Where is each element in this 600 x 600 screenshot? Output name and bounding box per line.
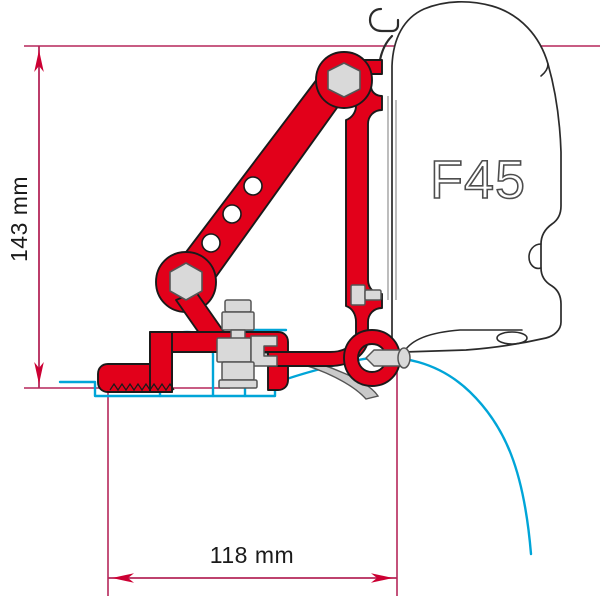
pivot-pin-cap xyxy=(397,347,411,369)
bolt-upper-nut xyxy=(221,311,255,331)
adjustment-hole-1 xyxy=(243,176,263,196)
bolt-cap-nut xyxy=(224,299,252,313)
adjustment-hole-3 xyxy=(201,233,221,253)
adjustment-hole-2 xyxy=(222,204,242,224)
pivot-pin-body xyxy=(365,349,405,367)
wall-plate-side-bolt xyxy=(350,284,382,306)
vertical-wall-plate xyxy=(345,59,383,337)
awning-case-outline xyxy=(391,0,562,353)
adjustment-holes xyxy=(201,176,263,253)
clamp-bolt-assembly xyxy=(216,299,278,389)
clamp-washer-left xyxy=(216,337,252,363)
lower-hex-bolt-icon xyxy=(169,262,203,301)
awning-case-top-bevel xyxy=(540,63,549,77)
top-hook-icon xyxy=(368,7,400,62)
side-bolt-head xyxy=(350,284,366,306)
awning-case-notch xyxy=(528,63,549,270)
height-arrow-bottom xyxy=(34,362,44,384)
clamp-bracket-c xyxy=(250,335,278,367)
roof-outer-line xyxy=(58,356,533,556)
awning-case-roller-boss xyxy=(496,331,528,345)
awning-case-inner-floor xyxy=(403,329,523,353)
top-hook-stem xyxy=(378,34,394,62)
bolt-bottom-washer xyxy=(218,379,258,389)
awning-case-body xyxy=(391,0,562,353)
dimension-annotations: 143 mm 118 mm xyxy=(6,45,600,596)
height-arrow-top xyxy=(34,50,44,72)
top-hook-curve xyxy=(368,7,400,33)
serration-teeth xyxy=(109,382,175,392)
awning-case-inner-rails xyxy=(387,96,397,300)
height-dimension-label: 143 mm xyxy=(6,176,32,262)
awning-case-notch-curve xyxy=(528,243,542,270)
pivot-axle-pin xyxy=(365,347,411,369)
base-left-leg xyxy=(149,331,173,393)
hex-fasteners xyxy=(169,62,361,301)
awning-case-foot xyxy=(403,329,528,353)
bolt-lower-nut xyxy=(221,361,255,381)
width-arrow-right xyxy=(371,573,393,583)
width-arrow-left xyxy=(112,573,134,583)
side-bolt-shank xyxy=(364,289,382,301)
base-pad-serrations xyxy=(109,382,175,392)
width-dimension-label: 118 mm xyxy=(210,542,294,568)
product-label-f45: F45 xyxy=(430,150,526,210)
upper-hex-bolt-icon xyxy=(327,62,361,98)
